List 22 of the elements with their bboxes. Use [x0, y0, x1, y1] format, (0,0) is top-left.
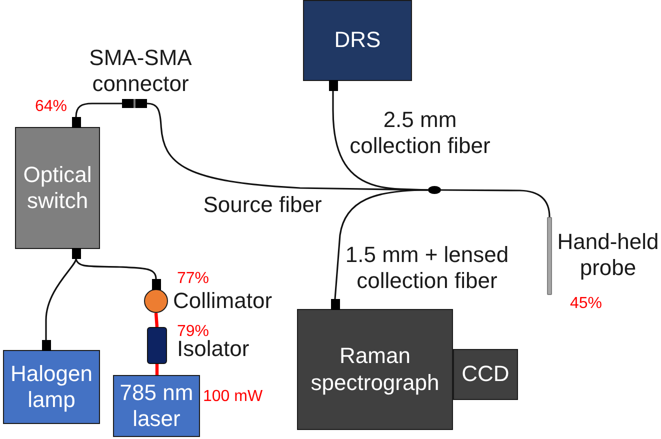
value-label: 100 mW [203, 387, 263, 406]
fiber-line [441, 189, 550, 218]
instrument-label: Halogen lamp [10, 360, 94, 414]
value-label: 45% [570, 294, 602, 314]
instrument-label: Optical switch [22, 162, 93, 214]
component-label: Isolator [177, 337, 250, 361]
camera-box [453, 349, 518, 400]
value-label: 64% [35, 97, 68, 116]
instrument-label: 785 nm laser [118, 380, 194, 432]
connector-label: SMA-SMA connector [88, 45, 193, 98]
fiber-junction [428, 186, 441, 194]
beam-line [154, 312, 159, 328]
component-label: Hand-held probe [556, 229, 660, 282]
instrument-label: CCD [462, 361, 510, 388]
instrument-label: DRS [334, 27, 381, 54]
instrument-label: Raman spectrograph [310, 343, 440, 396]
value-label: 77% [177, 269, 210, 288]
component-label: Collimator [173, 289, 274, 313]
beam-line [155, 364, 159, 375]
fiber-line [45, 258, 77, 340]
laser-box [113, 375, 200, 437]
value-label: 79% [177, 322, 210, 340]
